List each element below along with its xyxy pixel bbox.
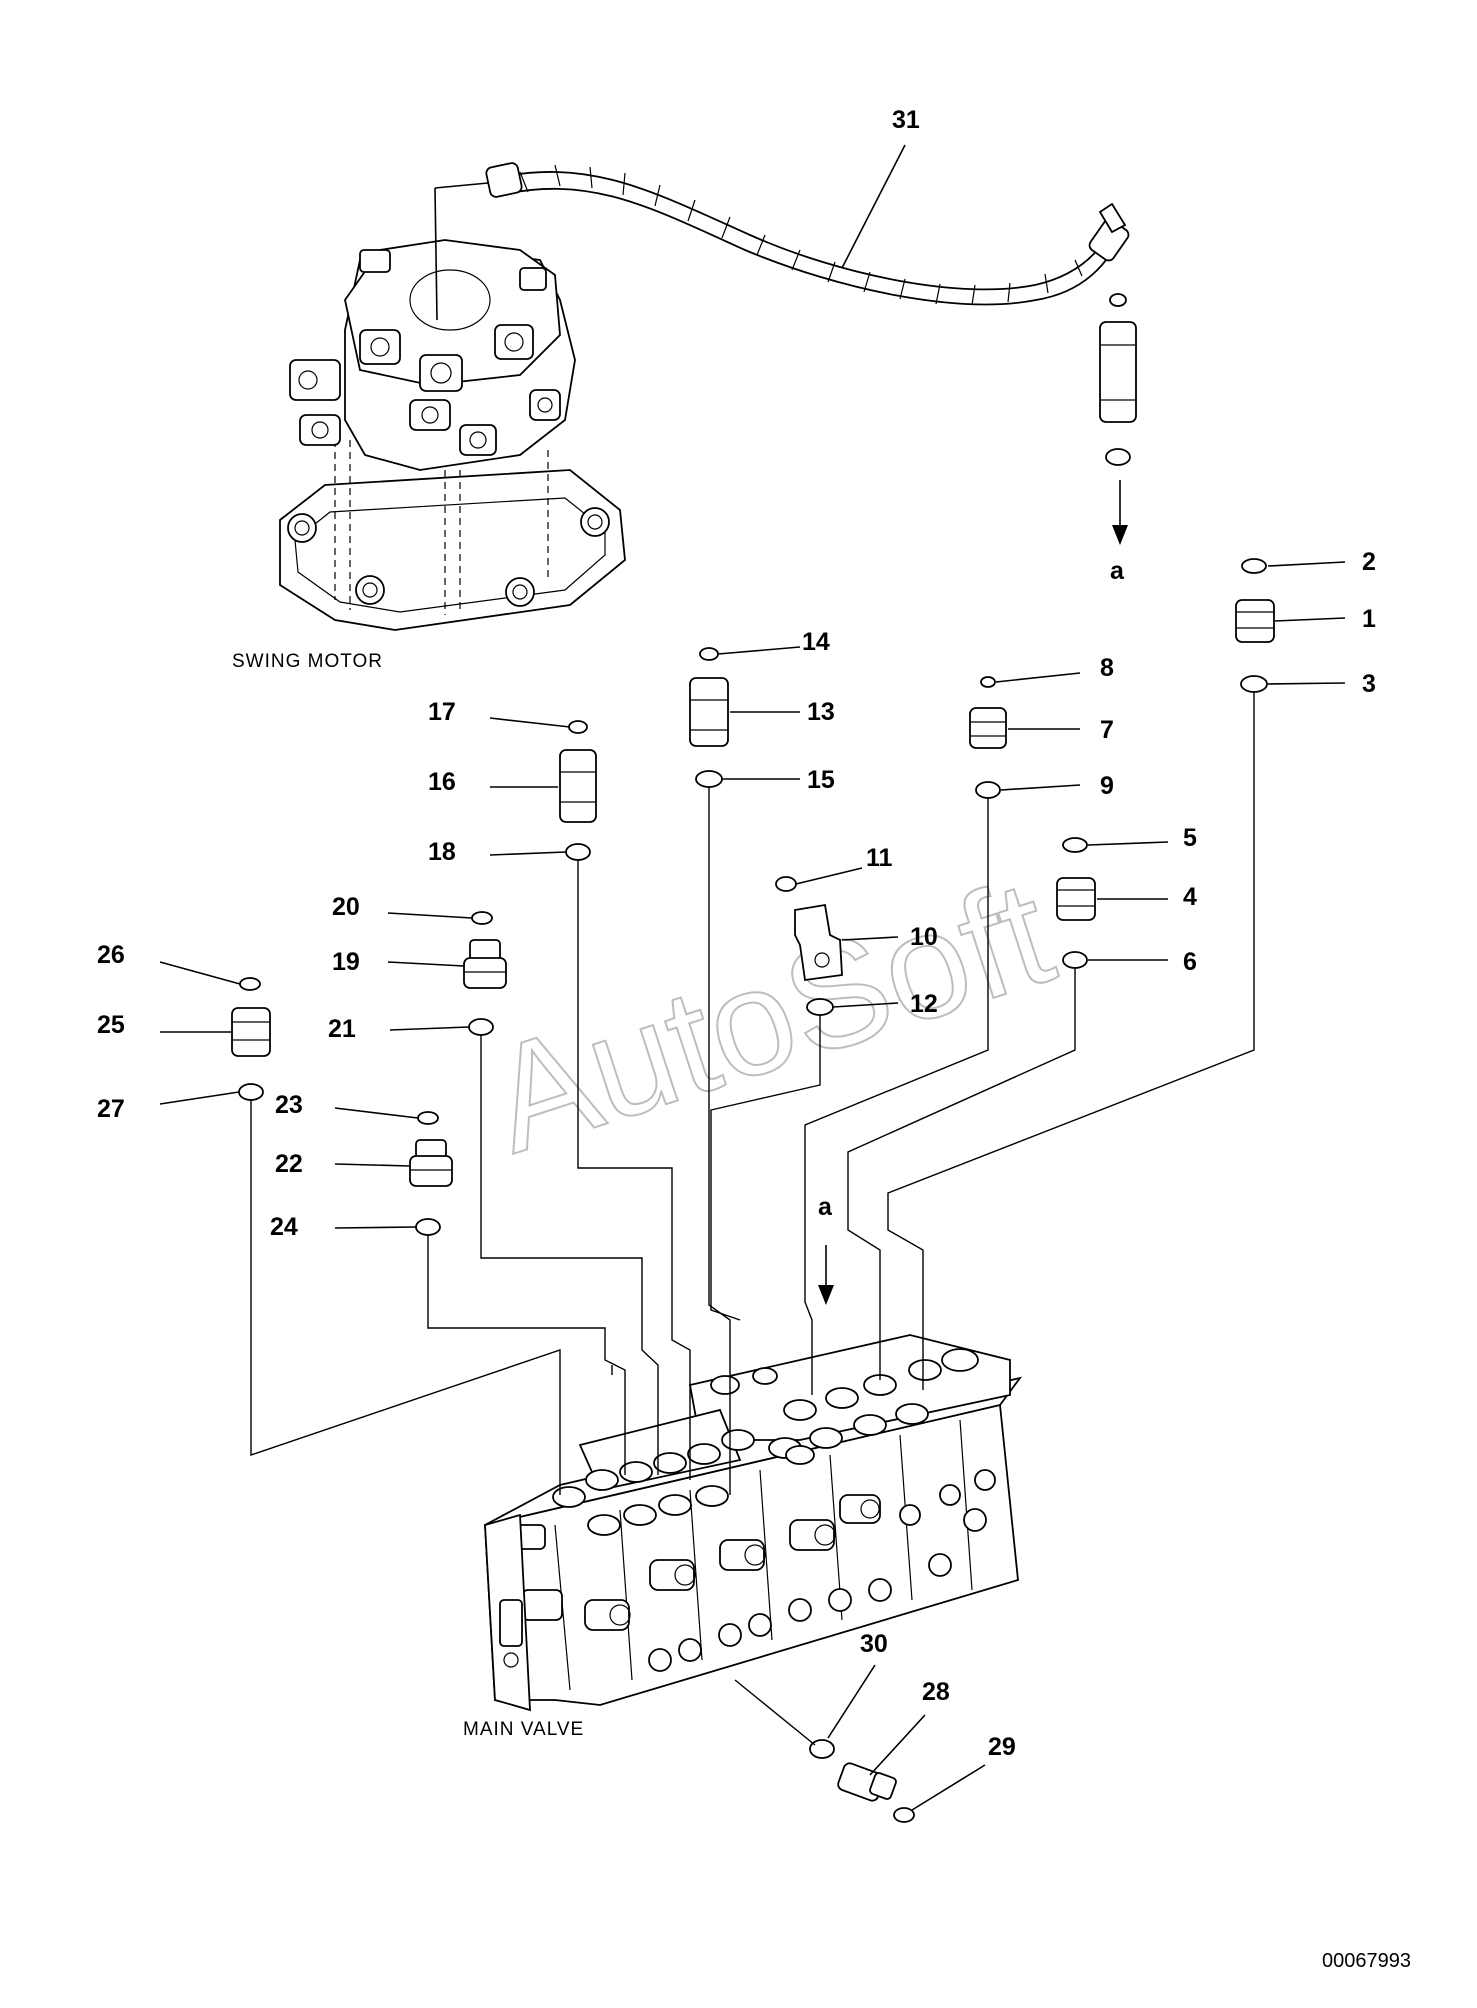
piping-lines (250, 692, 1255, 1746)
callout-20: 20 (332, 893, 360, 921)
callout-19: 19 (332, 948, 360, 976)
callout-23: 23 (275, 1091, 303, 1119)
callout-28: 28 (922, 1678, 950, 1706)
callout-30: 30 (860, 1630, 888, 1658)
callout-2: 2 (1362, 548, 1376, 576)
small-parts (231, 558, 1275, 1823)
callout-1: 1 (1362, 605, 1376, 633)
callout-15: 15 (807, 766, 835, 794)
main-valve-drawing (484, 1334, 1023, 1712)
callout-14: 14 (802, 628, 830, 656)
callout-25: 25 (97, 1011, 125, 1039)
callout-numbers: 31 2 1 3 14 8 13 7 17 16 15 9 5 18 11 4 … (97, 106, 1376, 1761)
leader-lines (159, 144, 1346, 1811)
callout-7: 7 (1100, 716, 1114, 744)
watermark: AutoSoft (471, 847, 1070, 1185)
callout-26: 26 (97, 941, 125, 969)
hose-end-fitting (1099, 293, 1137, 545)
swing-motor-drawing (279, 182, 626, 631)
callout-21: 21 (328, 1015, 356, 1043)
callout-5: 5 (1183, 824, 1197, 852)
callout-17: 17 (428, 698, 456, 726)
callout-9: 9 (1100, 772, 1114, 800)
swing-motor-label: SWING MOTOR (232, 651, 383, 672)
callout-31: 31 (892, 106, 920, 134)
callout-12: 12 (910, 990, 938, 1018)
arrow-a-top-label: a (1110, 557, 1125, 585)
hose-31 (485, 162, 1130, 306)
callout-16: 16 (428, 768, 456, 796)
callout-22: 22 (275, 1150, 303, 1178)
callout-24: 24 (270, 1213, 298, 1241)
callout-29: 29 (988, 1733, 1016, 1761)
callout-10: 10 (910, 923, 938, 951)
callout-8: 8 (1100, 654, 1114, 682)
callout-6: 6 (1183, 948, 1197, 976)
callout-18: 18 (428, 838, 456, 866)
callout-27: 27 (97, 1095, 125, 1123)
callout-3: 3 (1362, 670, 1376, 698)
callout-4: 4 (1183, 883, 1197, 911)
callout-11: 11 (866, 844, 893, 872)
main-valve-label: MAIN VALVE (463, 1719, 584, 1740)
arrow-a-valve-label: a (818, 1193, 833, 1221)
drawing-number: 00067993 (1322, 1950, 1411, 1972)
callout-13: 13 (807, 698, 835, 726)
